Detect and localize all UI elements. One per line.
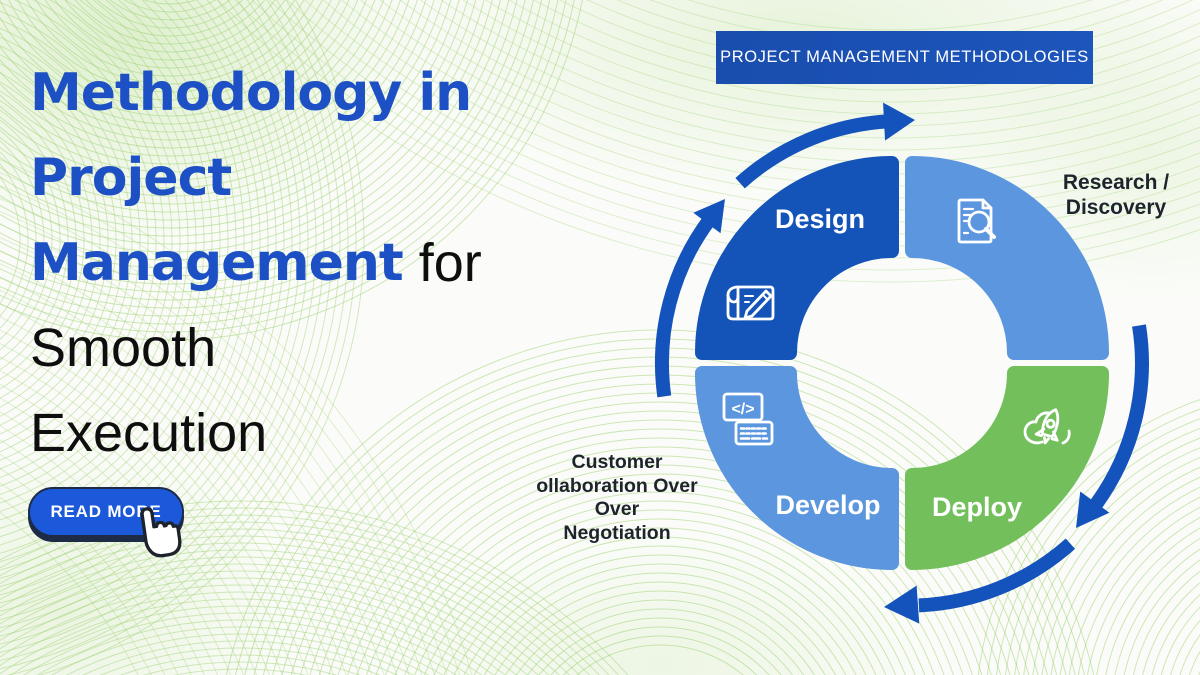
develop-label: Develop [775,490,880,520]
read-more-button[interactable]: READ MORE [28,487,184,537]
title-text-dark: for [418,232,482,293]
arrow-bottom-icon [918,538,1076,613]
blueprint-pencil-icon [726,285,775,321]
title-line-4: Smooth [30,305,482,390]
banner-label: PROJECT MANAGEMENT METHODOLOGIES [720,48,1089,66]
arrow-right-icon [1090,324,1149,509]
title-line-5: Execution [30,390,482,475]
ring-pattern-bottomleft [0,500,629,675]
customer-collaboration-caption: Customer ollaboration Over Over Negotiat… [497,451,737,545]
code-keyboard-icon: </> [722,392,774,446]
ring-pattern-topleft [0,0,583,341]
read-more-label: READ MORE [50,502,162,521]
caption-line: Over [594,498,640,520]
research-discovery-label: Research / Discovery [1016,170,1200,220]
green-wash [380,535,940,675]
cloud-rocket-icon [1023,408,1071,445]
document-magnifier-icon [957,198,996,244]
title-text-dark: Smooth [30,317,217,378]
caption-line: Customer [571,451,663,473]
design-label: Design [775,204,865,234]
arrow-top-icon [735,114,890,189]
research-label-line: Discovery [1065,196,1167,219]
ring-pattern-left [0,0,365,675]
title-text-blue: Management [30,232,404,293]
caption-line: Negotiation [563,521,671,544]
title-text-blue: Methodology in [30,62,472,123]
page-title: Methodology in Project Management for Sm… [30,50,482,475]
arrow-left-head-icon [693,199,725,234]
hand-cursor-icon [140,507,182,558]
title-text-blue: Project [30,147,232,208]
title-text-dark: Execution [30,402,268,463]
title-line-1: Methodology in [30,50,482,135]
cycle-ring [695,156,1109,570]
arrow-left-icon [655,214,716,398]
deploy-label: Deploy [932,492,1022,522]
caption-line: ollaboration Over [536,474,698,497]
deploy-quadrant [905,366,1109,570]
svg-text:</>: </> [731,401,754,418]
arrow-top-head-icon [883,102,915,141]
title-line-3: Management for [30,220,482,305]
design-quadrant [695,156,899,360]
arrow-bottom-head-icon [884,585,920,624]
banner: PROJECT MANAGEMENT METHODOLOGIES [716,31,1093,84]
cycle-arrows [655,102,1149,624]
research-label-line: Research / [1062,171,1170,194]
title-line-2: Project [30,135,482,220]
arrow-right-head-icon [1076,491,1110,528]
